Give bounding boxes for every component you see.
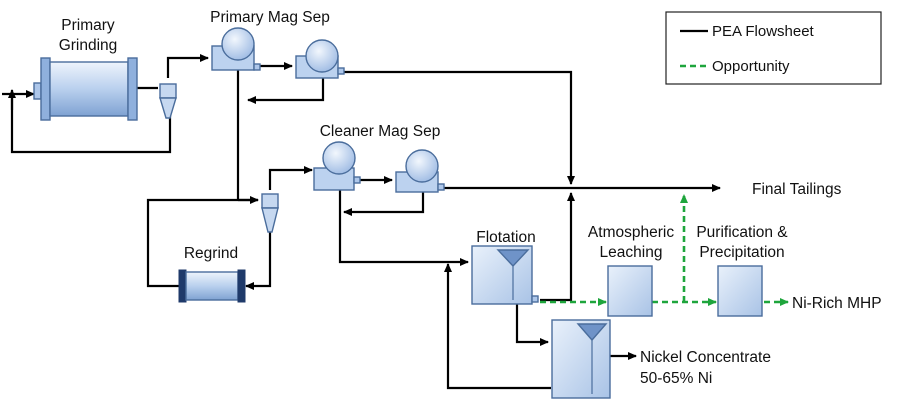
label-ni-rich-mhp: Ni-Rich MHP [792, 295, 882, 312]
primary-grinding-mill [33, 57, 138, 121]
label-primary-mag-sep: Primary Mag Sep [210, 9, 330, 26]
label-nickel-concentrate-2: 50-65% Ni [640, 370, 712, 387]
cleaner-mag-sep-drum-1 [313, 141, 361, 191]
label-final-tailings: Final Tailings [752, 181, 842, 198]
purification-precipitation-tank [717, 265, 763, 317]
regrind-cyclone [261, 193, 279, 233]
cleaner-mag-sep-drum-2 [395, 149, 445, 193]
atmospheric-leaching-tank [607, 265, 653, 317]
primary-cyclone [159, 83, 177, 119]
legend-item-pea-flowsheet: PEA Flowsheet [712, 23, 815, 40]
flotation-cell-2 [551, 319, 611, 399]
legend-item-opportunity: Opportunity [712, 58, 790, 75]
opportunity-flow-lines [540, 194, 789, 306]
label-regrind: Regrind [184, 245, 238, 262]
label-atmospheric-leaching-1: Atmospheric [588, 224, 674, 241]
pea-flow-lines [2, 54, 721, 390]
label-cleaner-mag-sep: Cleaner Mag Sep [320, 123, 441, 140]
regrind-mill [178, 269, 246, 303]
label-nickel-concentrate-1: Nickel Concentrate [640, 349, 771, 366]
label-purification-2: Precipitation [699, 244, 784, 261]
primary-mag-sep-drum-1 [211, 27, 261, 71]
label-flotation: Flotation [476, 229, 535, 246]
label-primary-grinding-1: Primary [61, 17, 115, 34]
flotation-cell-1 [471, 245, 539, 305]
label-purification-1: Purification & [696, 224, 788, 241]
legend: PEA Flowsheet Opportunity [665, 11, 882, 85]
legend-box [665, 11, 882, 85]
label-primary-grinding-2: Grinding [59, 37, 118, 54]
label-atmospheric-leaching-2: Leaching [600, 244, 663, 261]
primary-mag-sep-drum-2 [295, 39, 345, 79]
